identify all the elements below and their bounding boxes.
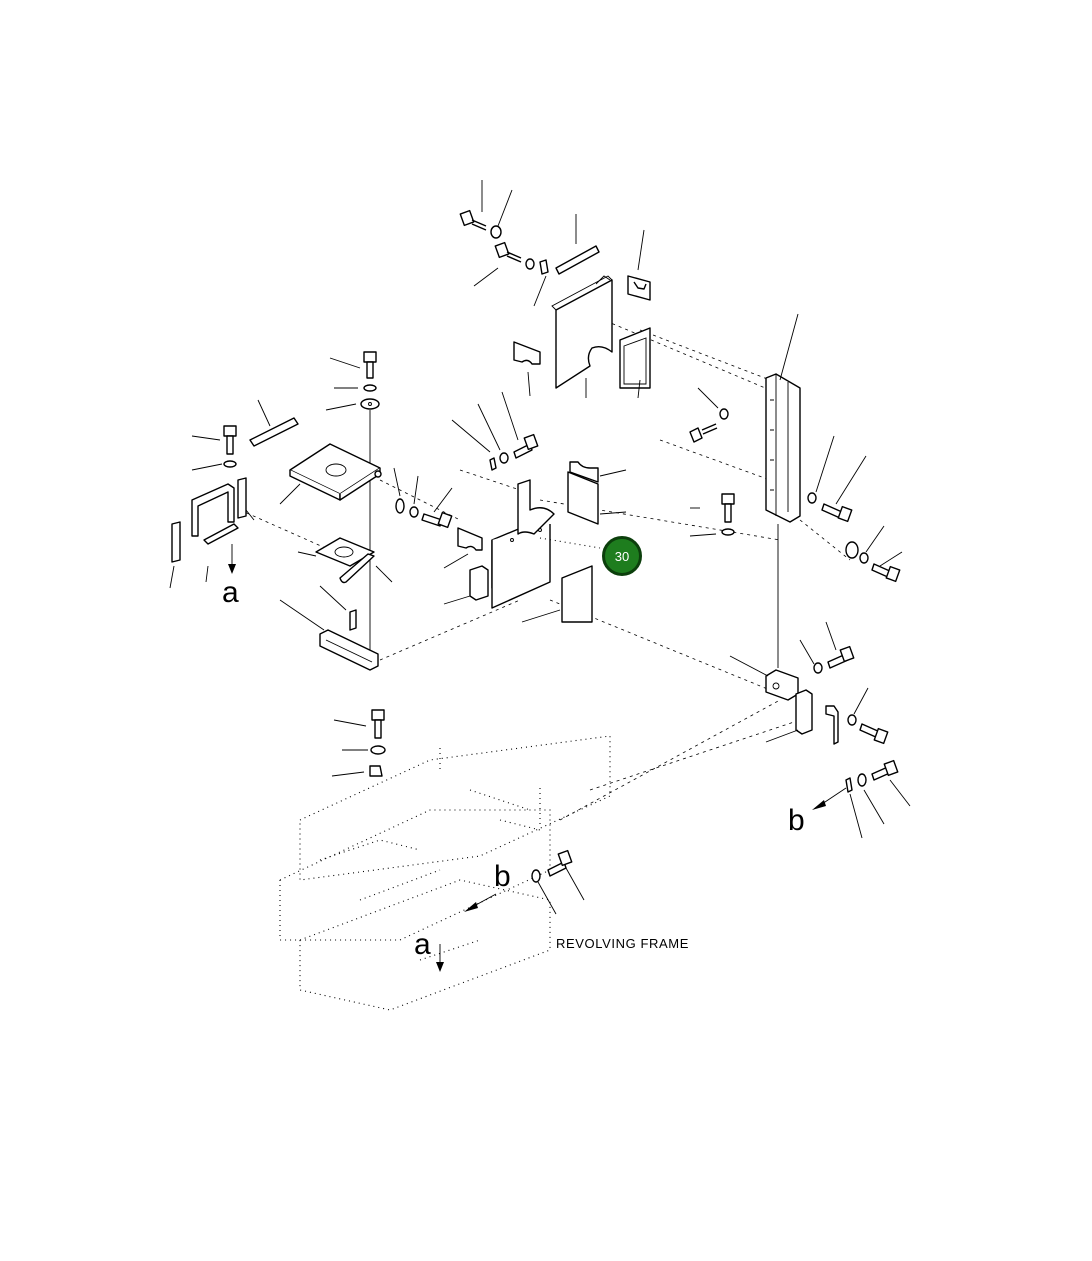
vertical-support-group bbox=[689, 313, 903, 668]
left-bracket-group bbox=[169, 351, 453, 671]
lower-right-bracket-group bbox=[729, 621, 911, 839]
assembly-lines bbox=[239, 309, 851, 821]
arrow-label-b-right: b bbox=[788, 804, 805, 837]
revolving-frame bbox=[279, 735, 611, 1011]
arrow-label-a-lower: a bbox=[414, 928, 431, 961]
top-bracket-group bbox=[459, 180, 651, 399]
part-callout-30[interactable]: 30 bbox=[602, 536, 642, 576]
central-bracket-group bbox=[443, 391, 627, 623]
revolving-frame-label: REVOLVING FRAME bbox=[556, 936, 690, 951]
lower-bolt-stack bbox=[331, 709, 386, 777]
arrow-label-b-lower: b bbox=[494, 860, 511, 893]
arrow-label-a-upper: a bbox=[222, 576, 239, 609]
